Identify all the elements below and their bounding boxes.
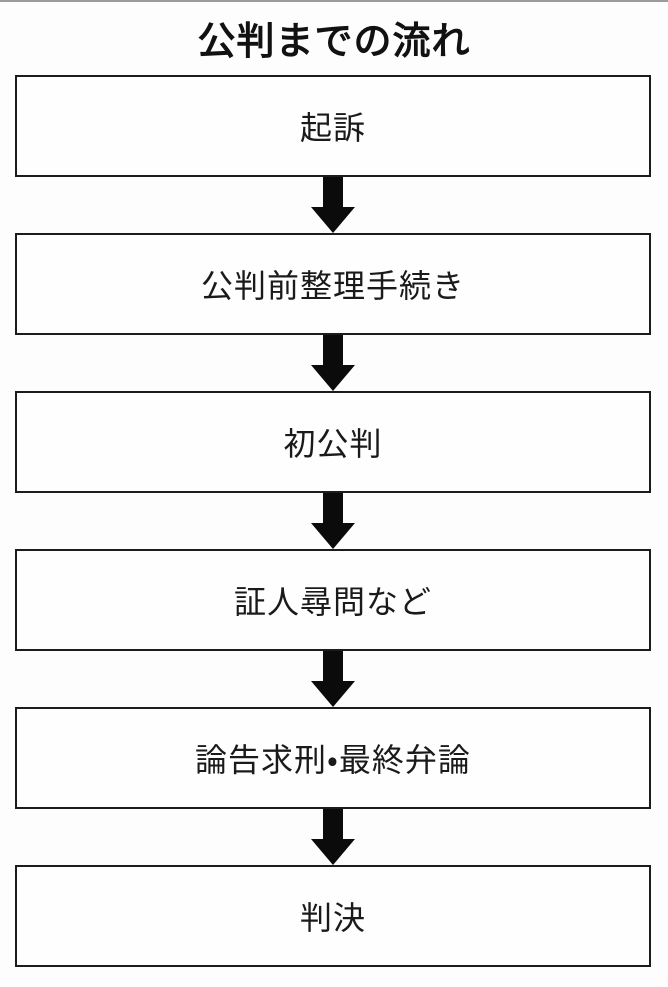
arrow-down-icon	[303, 335, 363, 391]
flow-step-label: 証人尋問など	[233, 584, 432, 620]
page-title: 公判までの流れ	[197, 21, 471, 63]
flow-step-label: 判決	[299, 900, 366, 936]
arrow-stem	[323, 651, 343, 681]
flow-step-box-verdict: 判決	[15, 865, 651, 967]
flow-step-label: 起訴	[299, 110, 366, 146]
flow-step-box-witness-examination: 証人尋問など	[15, 549, 651, 651]
arrow-head	[311, 523, 355, 549]
flow-step-label: 論告求刑・最終弁論	[195, 742, 471, 778]
flow-step-label: 初公判	[283, 426, 383, 462]
arrow-down-icon	[303, 493, 363, 549]
top-edge-line	[0, 0, 668, 2]
arrow-down-icon	[303, 651, 363, 707]
arrow-head	[311, 207, 355, 233]
flow-step-box-first-trial: 初公判	[15, 391, 651, 493]
flow-step-box-pretrial-procedure: 公判前整理手続き	[15, 233, 651, 335]
flowchart: 起訴 公判前整理手続き 初公判 証人尋問など 論告求刑・最終弁論 判決	[15, 75, 651, 967]
arrow-down-icon	[303, 177, 363, 233]
arrow-head	[311, 365, 355, 391]
arrow-stem	[323, 335, 343, 365]
arrow-down-icon	[303, 809, 363, 865]
flow-step-box-indictment: 起訴	[15, 75, 651, 177]
arrow-stem	[323, 809, 343, 839]
arrow-head	[311, 681, 355, 707]
flow-step-box-closing-arguments: 論告求刑・最終弁論	[15, 707, 651, 809]
title-bar: 公判までの流れ	[0, 0, 668, 75]
flow-step-label: 公判前整理手続き	[200, 268, 465, 304]
arrow-head	[311, 839, 355, 865]
arrow-stem	[323, 177, 343, 207]
arrow-stem	[323, 493, 343, 523]
